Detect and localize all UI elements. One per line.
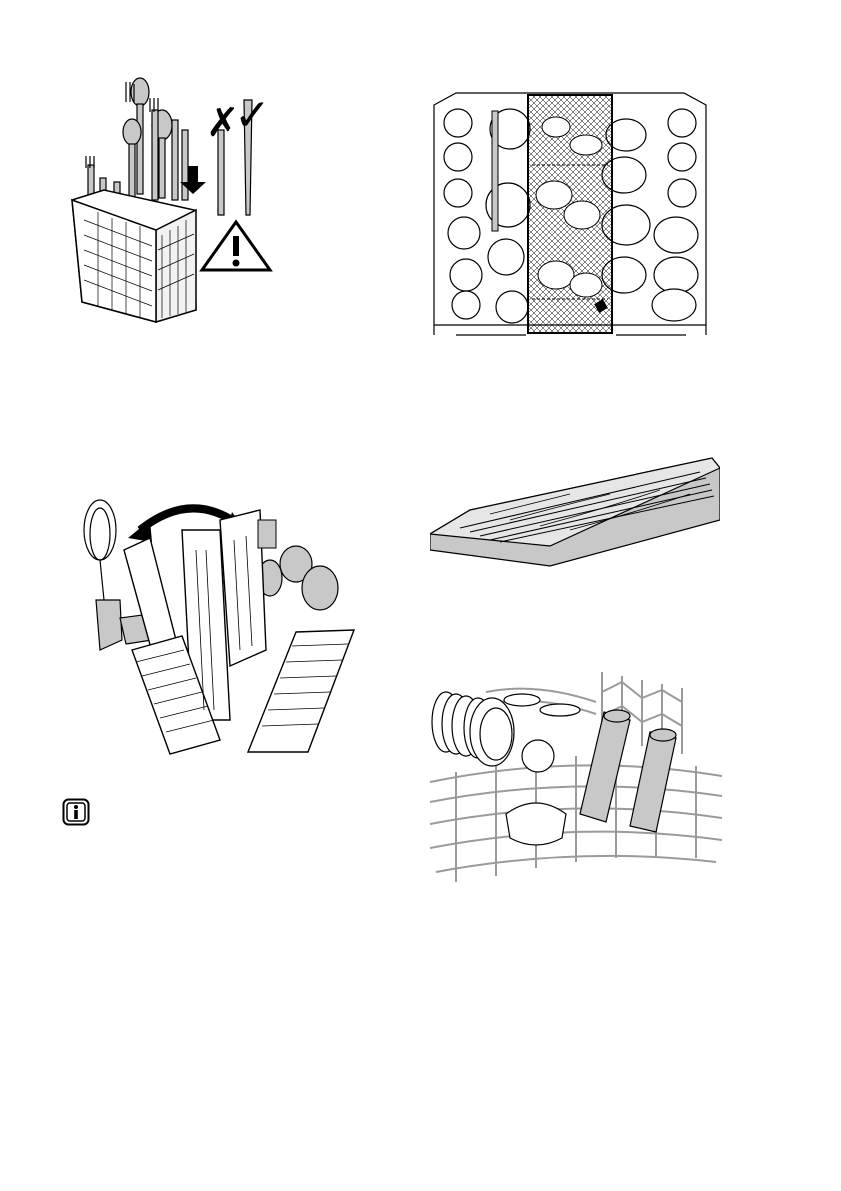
upper-rack-top-view-figure: [426, 85, 714, 349]
warning-triangle-icon: [202, 222, 270, 270]
upper-rack-side-view-figure: [426, 662, 726, 892]
cutlery-tray-figure: [430, 450, 720, 568]
cutlery-basket-opened-figure: [70, 490, 366, 760]
cutlery-basket-figure: ✗ ✓: [64, 70, 284, 326]
info-icon: [62, 798, 90, 826]
svg-text:✓: ✓: [234, 90, 271, 141]
